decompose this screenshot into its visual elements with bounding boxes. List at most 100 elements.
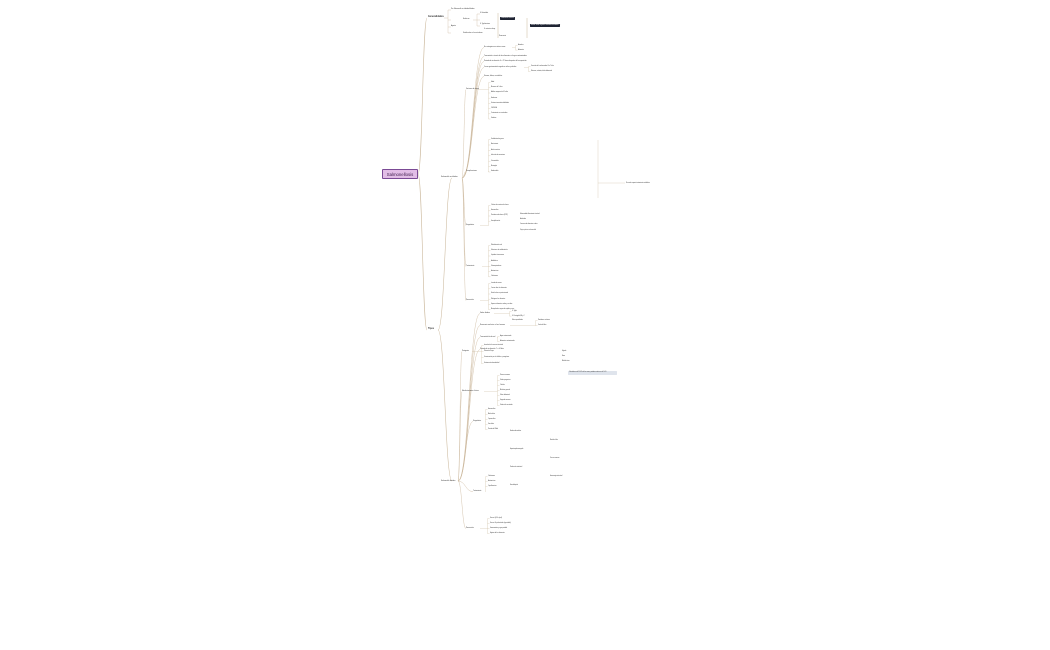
node-leaf-2[interactable]: S. Typhi <box>512 311 517 312</box>
node-group-3[interactable]: Transmisión a través de los alimentos o … <box>484 56 527 57</box>
node-leaf-1[interactable]: Animales <box>518 45 524 46</box>
node-group-9[interactable]: Factores de riesgo <box>466 89 479 90</box>
node-leaf-25[interactable]: Segunda semana <box>500 400 511 401</box>
node-leaf-11[interactable]: Menores de 5 años <box>491 87 503 89</box>
node-group-19[interactable]: Manifestaciones clínicas <box>462 391 479 392</box>
node-reservorio[interactable]: Reservorio <box>499 36 506 37</box>
node-leaf-22[interactable]: Cefalea <box>500 385 505 386</box>
node-deep-1[interactable]: Fiebre paratifoidea <box>512 320 523 321</box>
node-typhimurium[interactable]: S. Typhimurium <box>480 24 490 25</box>
node-extra-21[interactable]: Viaje a países en desarrollo <box>520 229 536 231</box>
node-subtitle[interactable]: Por Salmonella no tifoidea/tifoidea <box>451 9 475 10</box>
topic-tifoidea[interactable]: Salmonella tifoidea <box>441 480 456 482</box>
node-leaf-6[interactable]: Duración de la enfermedad: 4 a 7 días <box>531 66 554 67</box>
node-leaf-9[interactable]: Alimentos contaminados <box>500 341 515 342</box>
node-group-8[interactable]: Diarrea, fiebre, escalofríos <box>484 76 503 77</box>
node-leaf-5[interactable]: Portadores crónicos <box>538 320 550 321</box>
node-leaf-23[interactable]: Malestar general <box>500 390 511 391</box>
node-leaf-35[interactable]: Hemocultivo <box>488 409 496 410</box>
node-note-box[interactable]: Recaídas en el 5-10% de los casos; porta… <box>568 371 617 375</box>
node-leaf-6[interactable]: Vesícula biliar <box>538 325 547 326</box>
node-leaf-28[interactable]: Meningitis <box>491 166 498 167</box>
node-leaf-2[interactable]: Alimentos <box>518 49 524 51</box>
node-leaf-7[interactable]: Náuseas, vómitos, dolor abdominal <box>531 71 552 72</box>
node-leaf-44[interactable]: Lavado de manos <box>491 283 502 284</box>
node-leaf-43[interactable]: Ciprofloxacino <box>488 486 497 487</box>
node-group-22[interactable]: Complicaciones <box>466 171 477 172</box>
node-group-7[interactable]: Transmisión fecal-oral <box>480 337 496 338</box>
node-leaf-41[interactable]: Azitromicina <box>491 271 499 272</box>
node-leaf-42[interactable]: Azitromicina <box>488 481 496 482</box>
node-enteritidis[interactable]: S. Enteritidis <box>480 13 489 14</box>
node-leaf-3[interactable]: S. Paratyphi A, B y C <box>512 315 525 317</box>
node-leaf-39[interactable]: Prueba de Widal <box>488 429 498 430</box>
node-leaf-45[interactable]: Cocinar bien los alimentos <box>491 288 507 290</box>
topic-generalidades[interactable]: Generalidades <box>428 16 444 18</box>
node-leaf-14[interactable]: Sistema inmunitario debilitado <box>491 102 509 104</box>
node-leaf-40[interactable]: Fluoroquinolonas <box>491 265 502 267</box>
node-leaf-37[interactable]: Coprocultivo <box>488 419 496 420</box>
node-leaf-12[interactable]: Adultos mayores de 65 años <box>491 92 509 94</box>
node-leaf-21[interactable]: Fiebre progresiva <box>500 380 511 381</box>
node-leaf-42[interactable]: Ceftriaxona <box>491 276 498 278</box>
node-deep-28[interactable]: Roséola tífica <box>550 440 558 441</box>
node-group-4[interactable]: Reservorio exclusivo: el ser humano <box>480 325 505 326</box>
node-leaf-25[interactable]: Artritis reactiva <box>491 149 500 151</box>
node-leaf-13[interactable]: Placas de Peyer <box>484 351 494 352</box>
node-leaf-38[interactable]: Urocultivo <box>488 424 494 425</box>
node-group-0[interactable]: Fiebre tifoidea <box>480 313 490 314</box>
node-leaf-24[interactable]: Dolor abdominal <box>500 395 510 396</box>
node-leaf-12[interactable]: Invasión de la mucosa intestinal <box>484 345 504 346</box>
node-leaf-49[interactable]: Manipulación segura de reptiles y aves <box>491 309 515 310</box>
node-group-4[interactable]: Periodo de incubación: 6 a 72 horas desp… <box>484 61 527 62</box>
node-group-10[interactable]: Periodo de incubación: 7 a 14 días <box>480 349 504 350</box>
node-leaf-48[interactable]: Separar alimentos crudos y cocidos <box>491 303 513 305</box>
node-leaf-46[interactable]: Evitar leche no pasteurizada <box>491 293 508 295</box>
node-leaf-10[interactable]: Edad <box>491 82 495 83</box>
node-note[interactable]: No suele requerir tratamiento antibiótic… <box>626 183 650 184</box>
node-group-44[interactable]: Prevención <box>466 528 474 529</box>
node-entericos[interactable]: Entéricos <box>463 19 470 20</box>
node-leaf-24[interactable]: Bacteriemia <box>491 144 499 146</box>
node-deep-32[interactable]: Hemorragia intestinal <box>550 476 563 477</box>
node-group-30[interactable]: Diagnóstico <box>466 225 475 226</box>
node-extra-19[interactable]: Antiácidos <box>520 219 526 221</box>
node-group-35[interactable]: Tratamiento <box>466 266 475 267</box>
node-deep-18[interactable]: Médula ósea <box>562 361 570 362</box>
node-group-0[interactable]: Es contagiosa en ciertos casos <box>484 47 506 48</box>
node-leaf-45[interactable]: Vacuna Ty21a (oral) <box>490 518 502 519</box>
node-group-43[interactable]: Prevención <box>466 300 474 301</box>
node-leaf-41[interactable]: Ceftriaxona <box>488 476 495 477</box>
node-leaf-8[interactable]: Agua contaminada <box>500 336 512 337</box>
node-leaf-26[interactable]: Infección de aneurisma <box>491 155 505 157</box>
node-leaf-26[interactable]: Fiebre alta sostenida <box>500 405 513 406</box>
node-leaf-27[interactable]: Osteomielitis <box>491 160 499 162</box>
node-extra-20[interactable]: Consumo de alimentos crudos <box>520 224 538 226</box>
node-leaf-37[interactable]: Soluciones de rehidratación <box>491 250 508 252</box>
node-leaf-46[interactable]: Vacuna Vi polisacárida (inyectable) <box>490 523 511 524</box>
node-leaf-34[interactable]: Serotipificación <box>491 220 501 222</box>
node-leaf-36[interactable]: Mielocultivo <box>488 414 496 415</box>
node-leaf-47[interactable]: Refrigerar los alimentos <box>491 298 506 300</box>
node-leaf-14[interactable]: Diseminación por vía linfática y sanguín… <box>484 357 510 358</box>
node-leaf-15[interactable]: Sistema reticuloendotelial <box>484 363 500 364</box>
node-deep-16[interactable]: Hígado <box>562 351 567 352</box>
node-enterica-subsp[interactable]: S. enterica subsp. <box>484 29 496 30</box>
node-deep-31[interactable]: Perforación intestinal <box>510 467 523 468</box>
node-extra-18[interactable]: Enfermedad inflamatoria intestinal <box>520 214 540 215</box>
topic-tipos[interactable]: Tipos <box>428 328 435 330</box>
node-bacilo[interactable]: Bacilo Gram negativo anaerobio facultati… <box>530 24 560 27</box>
node-leaf-32[interactable]: Hemocultivo <box>491 210 499 212</box>
node-leaf-48[interactable]: Higiene de los alimentos <box>490 533 505 534</box>
node-leaf-13[interactable]: Embarazo <box>491 97 498 99</box>
node-leaf-47[interactable]: Saneamiento y agua potable <box>490 528 508 529</box>
node-leaf-15[interactable]: VIH/SIDA <box>491 108 497 109</box>
node-deep-17[interactable]: Bazo <box>562 356 565 357</box>
node-group-5[interactable]: Causa gastroenteritis aguda en niños y a… <box>484 67 517 68</box>
root-topic[interactable]: Salmonellosis <box>382 169 418 179</box>
node-salmonella-enterica[interactable]: Salmonella enterica <box>500 17 516 20</box>
node-group-11[interactable]: Patogenia <box>462 351 469 352</box>
node-group-40[interactable]: Tratamiento <box>473 491 482 492</box>
node-leaf-38[interactable]: Líquidos intravenosos <box>491 255 505 257</box>
node-deep-29[interactable]: Hepatoesplenomegalia <box>510 449 524 450</box>
